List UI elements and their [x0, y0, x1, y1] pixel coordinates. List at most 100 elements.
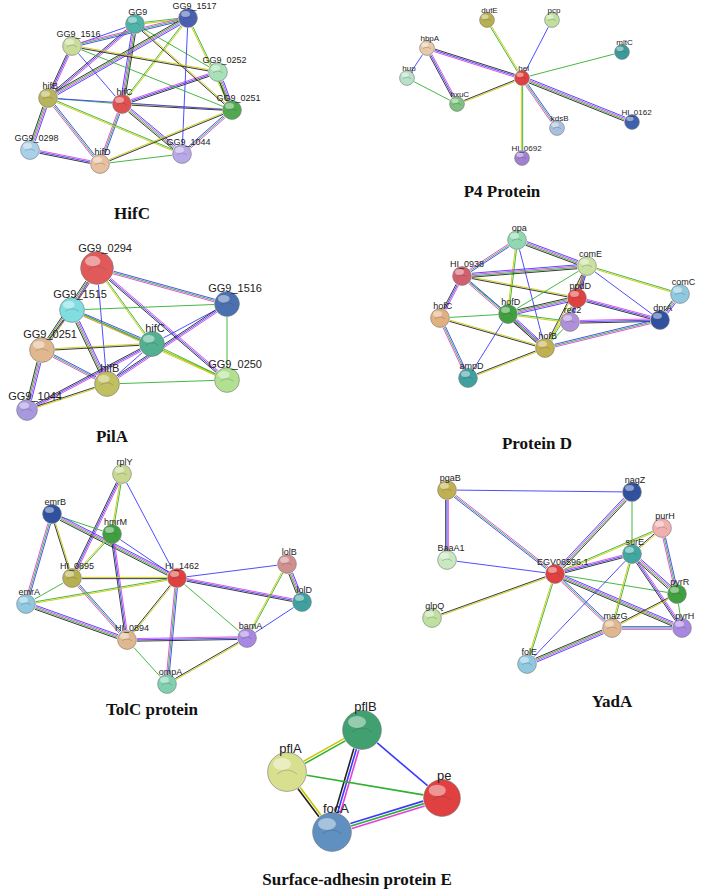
protein-node: hbpA — [419, 40, 435, 56]
node-highlight — [563, 315, 572, 321]
structure-glyph — [512, 239, 522, 241]
evidence-line — [350, 801, 423, 823]
interaction-edge — [167, 588, 178, 674]
protein-label: HI_0692 — [511, 145, 541, 153]
evidence-line — [36, 607, 118, 636]
node-highlight — [115, 467, 124, 473]
protein-node: hmrM — [102, 524, 122, 544]
node-sphere — [62, 36, 82, 56]
evidence-line — [55, 105, 95, 155]
evidence-line — [517, 319, 539, 339]
structure-glyph — [672, 593, 682, 595]
protein-label: GG9_1516 — [208, 283, 262, 294]
node-highlight — [225, 103, 234, 109]
protein-label: GG9_0298 — [15, 134, 59, 143]
evidence-line — [137, 639, 237, 641]
evidence-line — [431, 55, 453, 97]
node-highlight — [433, 311, 442, 317]
protein-label: GG9_1515 — [53, 289, 107, 300]
evidence-line — [352, 806, 425, 828]
protein-node: GG9 — [125, 14, 145, 34]
node-highlight — [120, 633, 129, 639]
evidence-line — [477, 351, 535, 374]
node-highlight — [240, 631, 249, 637]
structure-glyph — [297, 601, 307, 603]
interaction-edge — [142, 30, 225, 104]
interaction-edge — [586, 299, 650, 318]
protein-label: hifB — [100, 363, 119, 374]
evidence-line — [531, 584, 553, 655]
evidence-line — [82, 48, 208, 70]
protein-node: focA — [312, 812, 352, 852]
interaction-edge — [434, 49, 515, 77]
protein-label: rec2 — [564, 306, 582, 315]
node-circle — [17, 400, 38, 421]
interaction-edge — [530, 54, 615, 76]
node-highlight — [616, 46, 623, 51]
evidence-line — [445, 500, 446, 550]
node-sphere — [622, 544, 642, 564]
structure-glyph — [43, 97, 53, 99]
node-sphere — [42, 504, 62, 524]
panel-title: TolC protein — [106, 700, 198, 720]
interaction-edge — [187, 565, 277, 576]
protein-label: GG9 — [128, 8, 147, 17]
protein-label: surE — [626, 538, 645, 547]
interaction-edge — [85, 305, 214, 310]
protein-label: hup — [402, 65, 415, 73]
evidence-line — [84, 314, 140, 338]
structure-glyph — [101, 383, 114, 386]
node-sphere — [560, 312, 580, 332]
evidence-line — [622, 629, 672, 630]
protein-label: lolD — [297, 586, 313, 595]
structure-glyph — [522, 663, 532, 665]
protein-node: lolB — [277, 554, 297, 574]
interaction-edge — [132, 104, 222, 110]
evidence-line — [522, 86, 523, 150]
node-highlight — [451, 98, 458, 103]
node-sphere — [567, 288, 587, 308]
protein-node: emrA — [16, 594, 36, 614]
protein-node: hifD — [90, 154, 110, 174]
structure-glyph — [435, 317, 445, 319]
evidence-line — [30, 524, 50, 595]
evidence-line — [187, 581, 292, 601]
evidence-line — [492, 27, 519, 71]
interaction-edge — [40, 151, 91, 164]
protein-node: pyrR — [667, 584, 687, 604]
evidence-line — [509, 250, 516, 304]
node-circle — [546, 565, 565, 584]
evidence-line — [122, 34, 132, 94]
interaction-edge — [182, 28, 187, 144]
protein-node: opa — [507, 230, 527, 250]
node-highlight — [280, 557, 289, 563]
interaction-edge — [469, 282, 539, 343]
protein-node: GG9_1516 — [62, 36, 82, 56]
interaction-edge — [163, 349, 215, 375]
node-highlight — [85, 256, 100, 266]
node-highlight — [501, 307, 510, 313]
structure-glyph — [352, 728, 372, 732]
node-circle — [168, 569, 187, 588]
structure-glyph — [442, 489, 452, 491]
protein-node: nagZ — [622, 482, 642, 502]
evidence-line — [351, 804, 424, 826]
structure-glyph — [66, 309, 79, 312]
evidence-line — [126, 34, 136, 94]
node-highlight — [318, 818, 336, 830]
node-circle — [95, 372, 120, 397]
protein-label: hel — [518, 65, 529, 73]
node-highlight — [510, 233, 519, 239]
node-highlight — [19, 597, 28, 603]
node-sphere — [102, 524, 122, 544]
node-circle — [578, 257, 597, 276]
evidence-line — [117, 310, 215, 376]
structure-glyph — [21, 603, 31, 605]
evidence-line — [580, 322, 650, 324]
node-sphere — [545, 564, 565, 584]
protein-node: pyrH — [672, 618, 692, 638]
node-highlight — [548, 567, 557, 573]
evidence-line — [40, 151, 90, 161]
protein-label: EGV06596.1 — [537, 558, 589, 567]
node-sphere — [650, 310, 670, 330]
